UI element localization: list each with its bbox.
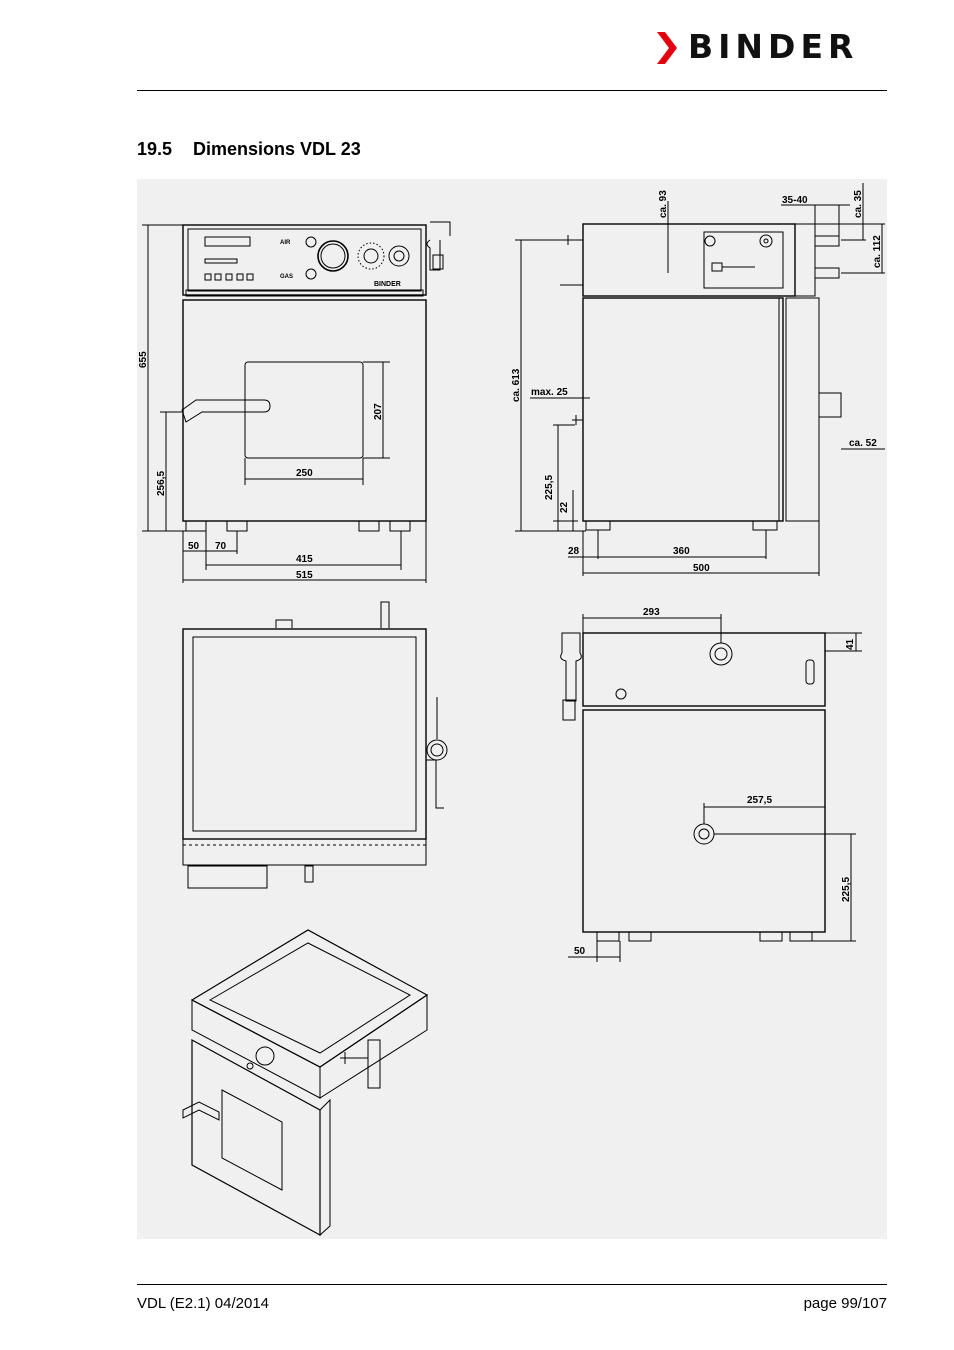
section-heading: 19.5 Dimensions VDL 23 [137, 139, 361, 160]
dim-width-515: 515 [296, 570, 313, 581]
isometric-view [182, 929, 429, 1237]
dim-ca35: ca. 35 [853, 190, 864, 218]
label-panel-brand: BINDER [374, 281, 401, 288]
dim-side-22: 22 [559, 501, 570, 513]
dim-front-height-door: 256,5 [156, 471, 167, 496]
header-rule [137, 90, 887, 91]
section-number: 19.5 [137, 139, 173, 159]
dim-offset-70: 70 [215, 541, 227, 552]
top-view [182, 601, 448, 889]
rear-view [560, 614, 862, 962]
footer-rule [137, 1284, 887, 1285]
dim-side-225: 225,5 [544, 475, 555, 500]
dim-35-40: 35-40 [782, 195, 808, 206]
footer-doc-id: VDL (E2.1) 04/2014 [137, 1295, 270, 1312]
dim-side-500: 500 [693, 563, 710, 574]
dim-ca112: ca. 112 [872, 235, 883, 268]
dim-max25: max. 25 [531, 387, 568, 398]
dim-ca613: ca. 613 [511, 368, 522, 402]
dim-rear-41: 41 [845, 638, 856, 650]
front-view [142, 221, 451, 583]
dim-ca93: ca. 93 [658, 190, 669, 218]
dim-rear-225: 225,5 [841, 877, 852, 902]
section-title: Dimensions VDL 23 [193, 139, 361, 159]
logo-arrow-icon [657, 32, 677, 64]
label-air: AIR [280, 240, 291, 246]
dimension-drawing: AIR GAS BINDER 655 256,5 207 250 50 70 4… [137, 179, 887, 1239]
dim-width-415: 415 [296, 554, 313, 565]
label-gas: GAS [280, 274, 293, 280]
dim-offset-50: 50 [188, 541, 200, 552]
dim-rear-293: 293 [643, 607, 660, 618]
dim-side-28: 28 [568, 546, 580, 557]
side-view [515, 183, 885, 576]
binder-logo [657, 32, 677, 64]
dim-front-height-total: 655 [138, 351, 149, 368]
brand-name: BINDER [688, 27, 859, 66]
footer-page-number: page 99/107 [803, 1295, 887, 1312]
dim-window-height: 207 [373, 403, 384, 420]
dim-window-width: 250 [296, 468, 313, 479]
dim-ca52: ca. 52 [849, 438, 877, 449]
dim-rear-50: 50 [574, 946, 586, 957]
dim-side-360: 360 [673, 546, 690, 557]
dim-rear-257: 257,5 [747, 795, 772, 806]
